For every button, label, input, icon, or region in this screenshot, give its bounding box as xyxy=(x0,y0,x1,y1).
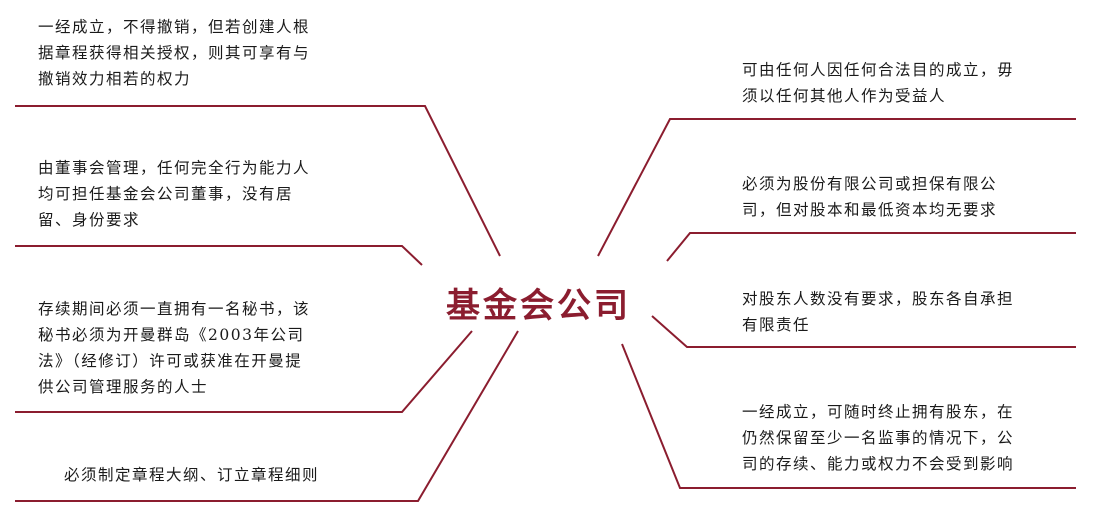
connector-right-4 xyxy=(621,343,1076,489)
left-note-4: 必须制定章程大纲、订立章程细则 xyxy=(64,466,320,484)
connector-left-3 xyxy=(15,330,473,413)
connector-left-2 xyxy=(15,245,423,266)
connector-right-2 xyxy=(666,232,1076,262)
left-note-1: 一经成立，不得撤销，但若创建人根 据章程获得相关授权，则其可享有与 撤销效力相若… xyxy=(38,18,311,88)
right-note-2: 必须为股份有限公司或担保有限公 司，但对股本和最低资本均无要求 xyxy=(742,175,998,219)
connector-right-1 xyxy=(597,118,1076,257)
left-note-2: 由董事会管理，任何完全行为能力人 均可担任基金会公司董事，没有居 留、身份要求 xyxy=(38,159,311,229)
right-note-3: 对股东人数没有要求，股东各自承担 有限责任 xyxy=(742,290,1015,334)
connector-right-3 xyxy=(651,315,1076,348)
left-note-3: 存续期间必须一直拥有一名秘书，该 秘书必须为开曼群岛《2003年公司 法》（经修… xyxy=(38,300,311,396)
connector-left-1 xyxy=(15,105,501,257)
right-note-1: 可由任何人因任何合法目的成立，毋 须以任何其他人作为受益人 xyxy=(742,61,1015,105)
right-note-4: 一经成立，可随时终止拥有股东，在 仍然保留至少一名监事的情况下，公 司的存续、能… xyxy=(742,403,1015,473)
connector-left-4 xyxy=(15,330,519,502)
center-title: 基金会公司 xyxy=(446,286,631,326)
